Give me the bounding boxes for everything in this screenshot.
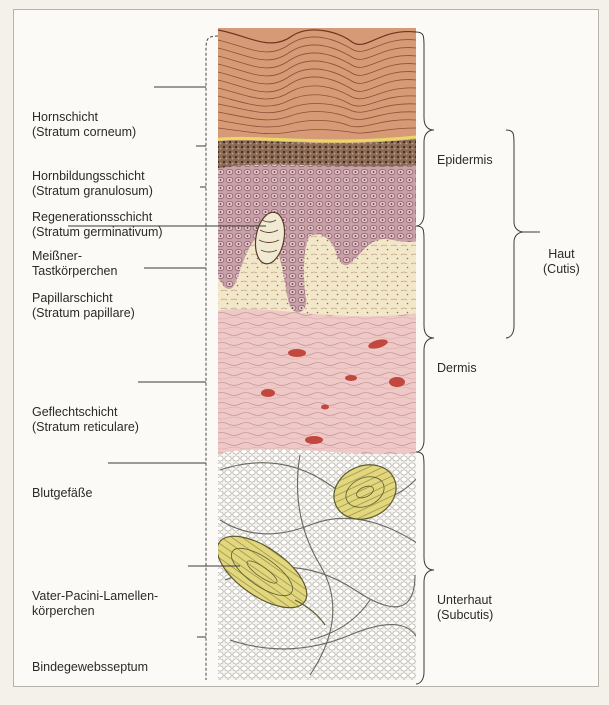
label-unterhaut-subcutis: Unterhaut(Subcutis): [437, 563, 493, 653]
label-blutgefaesse: Blutgefäße: [32, 456, 92, 531]
left-brace: [206, 36, 218, 680]
label-bindegewebsseptum: Bindegewebsseptum: [32, 630, 148, 705]
label-haut-cutis: Haut(Cutis): [543, 217, 580, 307]
label-geflechtschicht: Geflechtschicht(Stratum reticulare): [32, 375, 139, 465]
label-epidermis: Epidermis: [437, 123, 493, 198]
label-papillarschicht: Papillarschicht(Stratum papillare): [32, 261, 135, 351]
label-dermis: Dermis: [437, 331, 477, 406]
